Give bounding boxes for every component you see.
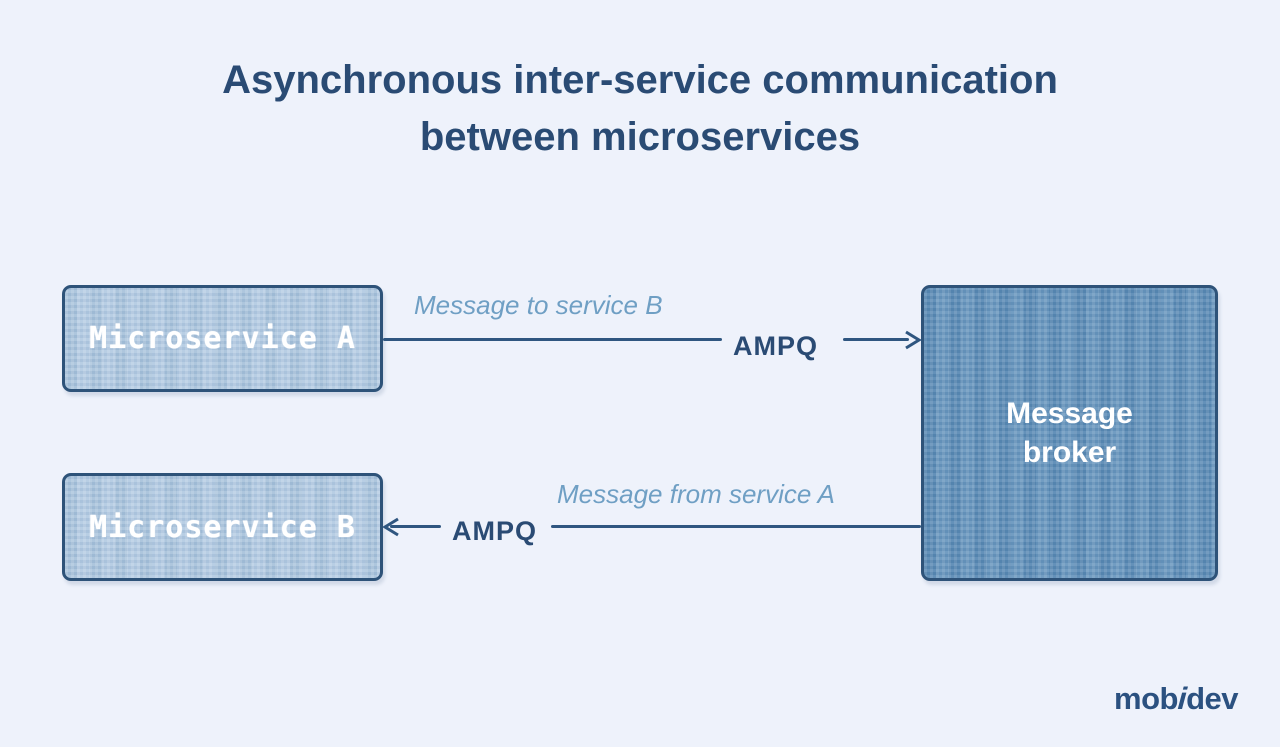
- connector-broker-to-b-label: Message from service A: [557, 479, 835, 509]
- node-message-broker-label-line-1: Message: [1006, 397, 1133, 430]
- diagram-title: Asynchronous inter-service communication…: [0, 52, 1280, 166]
- connector-broker-to-b-protocol: AMPQ: [452, 516, 537, 546]
- arrowhead-left-icon: [382, 517, 399, 537]
- connector-a-to-broker-line-1: [383, 338, 722, 341]
- mobidev-logo: mobidev: [1114, 681, 1238, 717]
- node-message-broker-label: Message broker: [1006, 394, 1133, 472]
- node-microservice-b-label: Microservice B: [89, 509, 356, 545]
- mobidev-logo-prefix: mob: [1114, 681, 1178, 716]
- mobidev-logo-suffix: dev: [1186, 681, 1238, 716]
- connector-broker-to-b-line-1: [390, 525, 441, 528]
- connector-a-to-broker-label: Message to service B: [414, 290, 663, 320]
- connector-broker-to-b-line-2: [551, 525, 921, 528]
- diagram-title-line-1: Asynchronous inter-service communication: [222, 58, 1058, 102]
- diagram-title-line-2: between microservices: [419, 115, 861, 159]
- node-message-broker-label-line-2: broker: [1022, 436, 1117, 469]
- node-microservice-a-label: Microservice A: [89, 321, 356, 356]
- node-microservice-b: Microservice B: [62, 473, 383, 581]
- arrowhead-right-icon: [905, 330, 922, 350]
- node-message-broker: Message broker: [921, 285, 1218, 581]
- connector-a-to-broker-line-2: [843, 338, 909, 341]
- node-microservice-a: Microservice A: [62, 285, 383, 392]
- connector-a-to-broker-protocol: AMPQ: [733, 331, 818, 361]
